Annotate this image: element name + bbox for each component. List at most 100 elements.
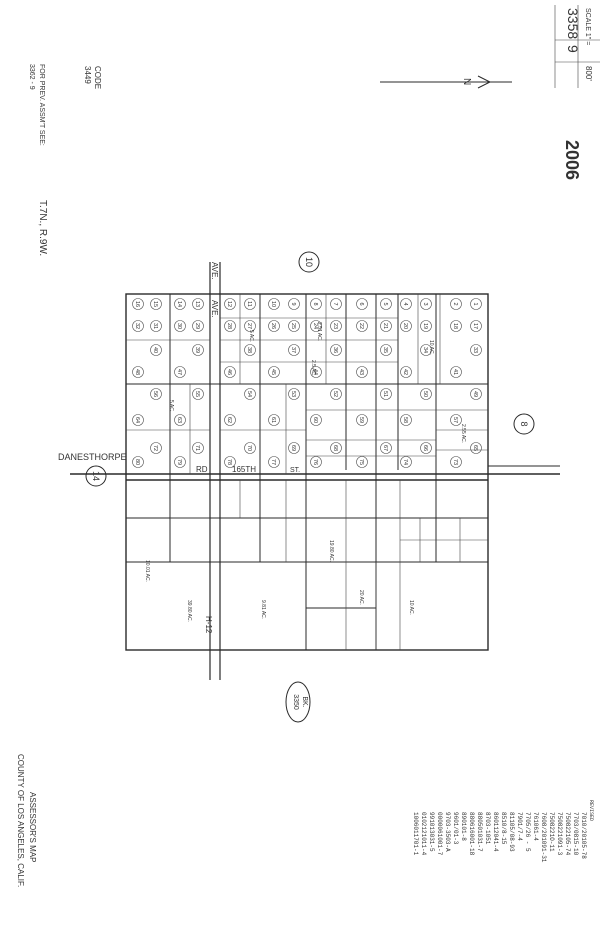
parcel-number-label: 61 bbox=[270, 417, 276, 423]
street-h12: H-12 bbox=[204, 616, 213, 634]
parcel-number: 2 bbox=[450, 298, 462, 310]
revision-line: 81105/08-93 bbox=[508, 812, 515, 852]
parcel-number-label: 3 bbox=[422, 302, 428, 305]
parcel-circle bbox=[150, 388, 162, 400]
revision-line: 7010/20105-78 bbox=[580, 812, 587, 859]
revision-line: 7508221O-11 bbox=[548, 812, 555, 852]
parcel-number-label: 29 bbox=[194, 323, 200, 329]
parcel-circle bbox=[132, 320, 144, 332]
parcel-number-label: 39 bbox=[194, 347, 200, 353]
parcel-number: 22 bbox=[356, 320, 368, 332]
street-labels: AVE. AVE. DANESTHORPE RD 165TH ST. H-12 bbox=[58, 262, 300, 634]
parcel-number: 51 bbox=[380, 388, 392, 400]
parcel-number-label: 47 bbox=[176, 369, 182, 375]
parcel-number: 55 bbox=[192, 388, 204, 400]
parcel-number: 48 bbox=[132, 366, 144, 378]
parcel-number-label: 77 bbox=[270, 459, 276, 465]
parcel-number: 7 bbox=[330, 298, 342, 310]
revision-line: 7508221091-3 bbox=[556, 812, 563, 856]
parcel-number-label: 14 bbox=[176, 301, 182, 307]
acreage-label: 5 AC. bbox=[248, 330, 254, 342]
parcel-number: 62 bbox=[224, 414, 236, 426]
parcel-number: 73 bbox=[450, 456, 462, 468]
revision-line: 890101-8 bbox=[460, 812, 467, 841]
parcel-number: 76 bbox=[310, 456, 322, 468]
parcel-circle bbox=[150, 298, 162, 310]
parcel-number-label: 25 bbox=[290, 323, 296, 329]
roads bbox=[209, 262, 560, 467]
parcel-circle bbox=[400, 320, 412, 332]
parcel-number-label: 57 bbox=[452, 417, 458, 423]
parcel-circle bbox=[224, 320, 236, 332]
parcel-number: 24 bbox=[310, 320, 322, 332]
parcel-number: 14 bbox=[174, 298, 186, 310]
parcel-circle bbox=[310, 456, 322, 468]
acreage-label: 10 AC. bbox=[408, 600, 414, 615]
parcel-circle bbox=[400, 414, 412, 426]
revision-line: 7703/0815-10 bbox=[572, 812, 579, 856]
parcel-circle bbox=[380, 344, 392, 356]
parcel-circle bbox=[174, 366, 186, 378]
revision-line: 0102121011-4 bbox=[420, 812, 427, 856]
parcel-circle bbox=[150, 320, 162, 332]
parcel-number-label: 54 bbox=[246, 391, 252, 397]
parcel-number-label: 8 bbox=[312, 302, 318, 305]
parcel-number: 50 bbox=[420, 388, 432, 400]
code-value: 3449 bbox=[83, 66, 92, 84]
county-title: COUNTY OF LOS ANGELES, CALIF. bbox=[16, 754, 25, 887]
street-danesthorpe: DANESTHORPE bbox=[58, 452, 127, 462]
parcel-number: 25 bbox=[288, 320, 300, 332]
acreage-label: 19.80 AC. bbox=[328, 540, 334, 562]
parcel-number-label: 5 bbox=[382, 302, 388, 305]
parcel-circle bbox=[310, 366, 322, 378]
parcel-number: 29 bbox=[192, 320, 204, 332]
parcel-number-label: 24 bbox=[312, 323, 318, 329]
map-year: 2006 bbox=[562, 140, 582, 180]
footer: ASSESSOR'S MAP COUNTY OF LOS ANGELES, CA… bbox=[16, 754, 37, 887]
parcel-number: 3 bbox=[420, 298, 432, 310]
parcel-number: 71 bbox=[192, 442, 204, 454]
parcel-number: 39 bbox=[192, 344, 204, 356]
parcel-number-label: 70 bbox=[246, 445, 252, 451]
revision-header: REVISED bbox=[588, 800, 594, 821]
acreage-label: 10 AC. bbox=[428, 340, 434, 355]
parcel-number: 37 bbox=[288, 344, 300, 356]
parcel-circle bbox=[192, 442, 204, 454]
parcel-number-label: 16 bbox=[134, 301, 140, 307]
street-st: ST. bbox=[290, 467, 300, 474]
left-notes: CODE 3449 FOR PREV. ASSM'T SEE: 3362 - 9… bbox=[28, 64, 102, 256]
adjacent-bottom-value: 3350 bbox=[292, 694, 299, 710]
parcel-number: 58 bbox=[400, 414, 412, 426]
parcel-number-label: 46 bbox=[226, 369, 232, 375]
parcel-circle bbox=[224, 456, 236, 468]
parcel-circle bbox=[310, 414, 322, 426]
acreage-label: 2.51 AC. bbox=[316, 322, 322, 341]
parcel-number: 54 bbox=[244, 388, 256, 400]
parcel-number: 61 bbox=[268, 414, 280, 426]
parcel-number: 64 bbox=[132, 414, 144, 426]
parcel-number: 5 bbox=[380, 298, 392, 310]
parcel-number-label: 22 bbox=[358, 323, 364, 329]
code-label: CODE bbox=[93, 66, 102, 89]
parcel-number: 6 bbox=[356, 298, 368, 310]
parcel-number: 46 bbox=[224, 366, 236, 378]
parcel-number-label: 50 bbox=[422, 391, 428, 397]
parcel-number-label: 62 bbox=[226, 417, 232, 423]
parcel-number-label: 30 bbox=[176, 323, 182, 329]
street-ave-inner: AVE. bbox=[210, 300, 219, 318]
parcel-circle bbox=[356, 456, 368, 468]
parcel-numbers: 1234567891011121314151617181920212223242… bbox=[132, 298, 482, 468]
parcel-circle bbox=[356, 366, 368, 378]
parcel-number: 66 bbox=[420, 442, 432, 454]
parcel-number: 10 bbox=[268, 298, 280, 310]
parcel-number-label: 74 bbox=[402, 459, 408, 465]
adjacent-left: 14 bbox=[91, 471, 101, 481]
parcel-number: 59 bbox=[356, 414, 368, 426]
parcel-circle bbox=[470, 344, 482, 356]
parcel-circle bbox=[224, 414, 236, 426]
parcel-circle bbox=[356, 320, 368, 332]
parcel-circle bbox=[400, 298, 412, 310]
parcel-number: 72 bbox=[150, 442, 162, 454]
parcel-number-label: 65 bbox=[472, 445, 478, 451]
parcel-number: 78 bbox=[224, 456, 236, 468]
